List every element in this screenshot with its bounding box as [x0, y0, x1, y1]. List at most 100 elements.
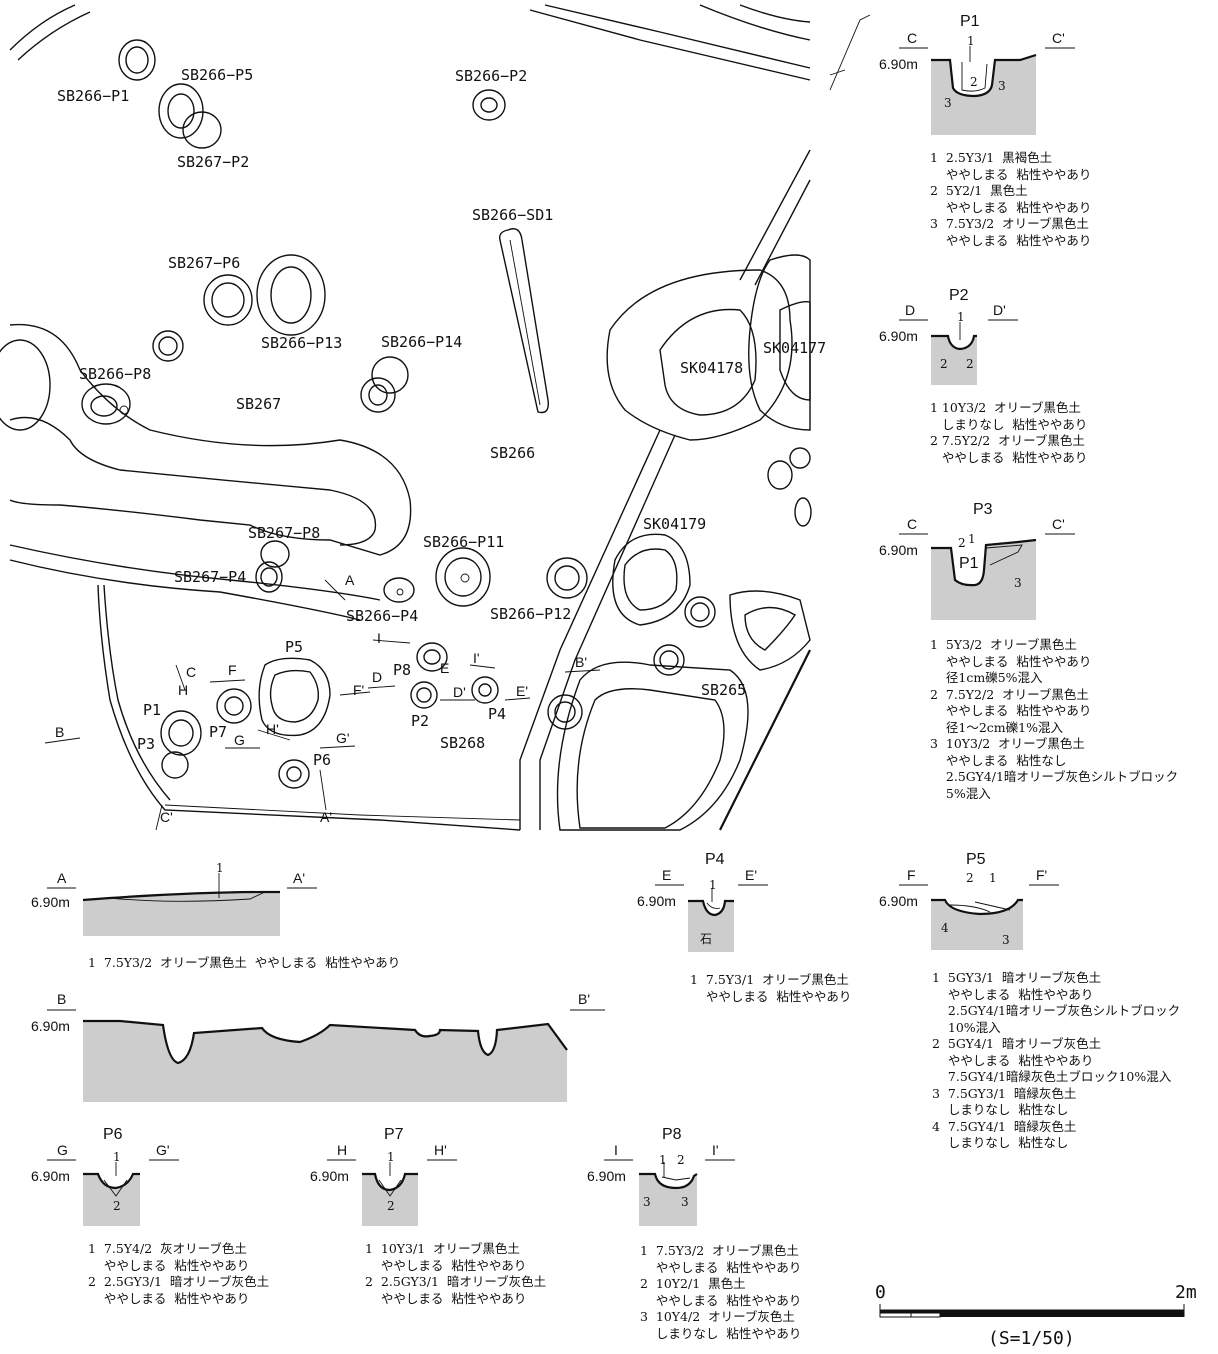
feature-label: SK04179 [643, 515, 706, 533]
layer-number: 1 [989, 871, 997, 885]
section-title: P6 [103, 1126, 123, 1143]
section-left-mark: F [907, 867, 916, 883]
elevation-label: 6.90m [31, 1168, 70, 1184]
section-mark: E [440, 660, 449, 676]
legend-p7: 1 10Y3/1 オリーブ黒色土 ややしまる 粘性ややあり 2 2.5GY3/1… [365, 1241, 547, 1306]
feature-label: SB267−P6 [168, 254, 240, 272]
layer-number: 2 [113, 1199, 121, 1213]
section-p8: P8 I I' 6.90m 1 2 3 3 [587, 1126, 735, 1226]
layer-number: 2 [966, 871, 974, 885]
feature-label: SB266 [490, 444, 535, 462]
inner-label: P1 [959, 555, 979, 572]
section-title: P4 [705, 851, 725, 868]
section-mark: G' [336, 730, 350, 746]
section-mark: H [178, 682, 188, 698]
layer-number: 2 [958, 536, 966, 550]
section-right-mark: C' [1052, 30, 1065, 46]
stone-label: 石 [700, 932, 712, 946]
feature-label: SB266−P11 [423, 533, 504, 551]
section-left-mark: H [337, 1142, 347, 1158]
section-mark: C [186, 664, 196, 680]
feature-label: P3 [137, 735, 155, 753]
section-left-mark: E [662, 867, 671, 883]
elevation-label: 6.90m [587, 1168, 626, 1184]
plan-map: SB266−P1 SB266−P5 SB267−P2 SB266−P2 SB26… [0, 4, 871, 831]
section-right-mark: D' [993, 302, 1006, 318]
section-title: P3 [973, 501, 993, 518]
elevation-label: 6.90m [31, 1018, 70, 1034]
feature-label: SB268 [440, 734, 485, 752]
feature-label: SB267−P4 [174, 568, 246, 586]
feature-label: SB267−P8 [248, 524, 320, 542]
section-left-mark: C [907, 30, 917, 46]
layer-number: 2 [940, 357, 948, 371]
section-p1: P1 C C' 6.90m 1 2 3 3 [879, 13, 1075, 135]
layer-number: 2 [970, 75, 978, 89]
layer-number: 2 [966, 357, 974, 371]
scale-ratio: (S=1/50) [988, 1328, 1075, 1349]
elevation-label: 6.90m [879, 893, 918, 909]
layer-number: 1 [113, 1150, 121, 1164]
legend-p4: 1 7.5Y3/1 オリーブ黒色土 ややしまる 粘性ややあり [690, 972, 852, 1004]
legend-p3: 1 5Y3/2 オリーブ黒色土 ややしまる 粘性ややあり 径1cm礫5%混入 2… [930, 637, 1179, 801]
section-right-mark: E' [745, 867, 757, 883]
section-mark: F' [353, 682, 364, 698]
elevation-label: 6.90m [637, 893, 676, 909]
layer-number: 2 [677, 1153, 685, 1167]
feature-label: SB267 [236, 395, 281, 413]
section-p4: P4 E E' 6.90m 1 石 [637, 851, 768, 952]
scale-start: 0 [875, 1282, 886, 1303]
section-a: A A' 6.90m 1 [31, 861, 317, 936]
layer-number: 3 [944, 96, 952, 110]
section-right-mark: C' [1052, 516, 1065, 532]
feature-label: SB266−P2 [455, 67, 527, 85]
section-mark: F [228, 662, 237, 678]
feature-label: SB266−P14 [381, 333, 462, 351]
section-left-mark: D [905, 302, 915, 318]
scale-bar: 0 2m (S=1/50) [875, 1282, 1197, 1349]
section-p2: P2 D D' 6.90m 1 2 2 [879, 287, 1018, 385]
layer-number: 1 [709, 878, 717, 892]
feature-label: SK04178 [680, 359, 743, 377]
section-p5: P5 F F' 6.90m 2 1 4 3 [879, 851, 1059, 950]
section-mark: C' [160, 809, 173, 825]
feature-label: P6 [313, 751, 331, 769]
legend-p8: 1 7.5Y3/2 オリーブ黒色土 ややしまる 粘性ややあり 2 10Y2/1 … [640, 1243, 802, 1341]
section-mark: B' [575, 654, 587, 670]
section-mark: D' [453, 684, 466, 700]
section-right-mark: A' [293, 870, 305, 886]
elevation-label: 6.90m [879, 542, 918, 558]
section-mark: I [377, 630, 381, 646]
legend-p2: 1 10Y3/2 オリーブ黒色土 しまりなし 粘性ややあり 2 7.5Y2/2 … [930, 400, 1088, 465]
layer-number: 2 [387, 1199, 395, 1213]
feature-label: SB266−P5 [181, 66, 253, 84]
layer-number: 3 [1014, 576, 1022, 590]
section-right-mark: I' [712, 1142, 719, 1158]
section-right-mark: H' [434, 1142, 447, 1158]
feature-label: P2 [411, 712, 429, 730]
section-left-mark: I [614, 1142, 618, 1158]
feature-label: SB266−P1 [57, 87, 129, 105]
section-right-mark: G' [156, 1142, 170, 1158]
layer-number: 1 [659, 1153, 667, 1167]
feature-label: P1 [143, 701, 161, 719]
legend-p6: 1 7.5Y4/2 灰オリーブ色土 ややしまる 粘性ややあり 2 2.5GY3/… [88, 1241, 270, 1306]
layer-number: 1 [387, 1150, 395, 1164]
feature-label: P8 [393, 661, 411, 679]
legend-p5: 1 5GY3/1 暗オリーブ灰色土 ややしまる 粘性ややあり 2.5GY4/1暗… [932, 970, 1181, 1150]
scale-end: 2m [1175, 1282, 1197, 1303]
layer-number: 3 [998, 79, 1006, 93]
feature-label: SB265 [701, 681, 746, 699]
feature-label: SB266−P8 [79, 365, 151, 383]
section-left-mark: A [57, 870, 67, 886]
layer-number: 1 [957, 310, 965, 324]
section-title: P7 [384, 1126, 404, 1143]
section-mark: H' [266, 721, 279, 737]
elevation-label: 6.90m [310, 1168, 349, 1184]
feature-label: SK04177 [763, 339, 826, 357]
section-right-mark: B' [578, 991, 590, 1007]
section-b: B B' 6.90m [31, 991, 605, 1102]
section-title: P5 [966, 851, 986, 868]
section-right-mark: F' [1036, 867, 1047, 883]
